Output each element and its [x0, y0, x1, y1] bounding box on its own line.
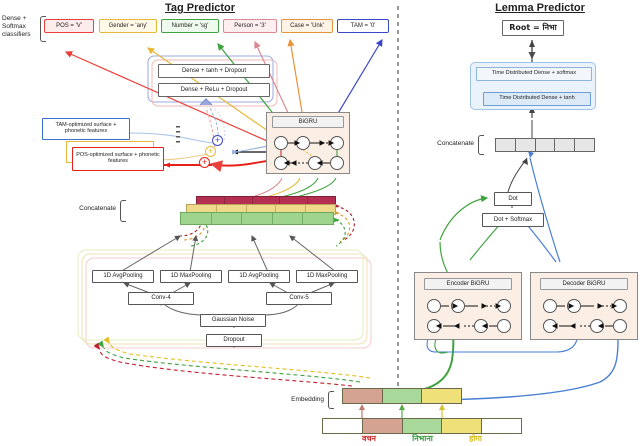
title-lemma-predictor: Lemma Predictor — [495, 2, 585, 14]
td-tanh-label: Time Distributed Dense + tanh — [499, 95, 575, 102]
dense-softmax-classifiers-label: Dense + Softmax classifiers — [2, 15, 31, 39]
bigru-label: BiGRU — [298, 118, 318, 125]
lemma-concatenate-brace — [478, 135, 484, 155]
sum-node-upper: + — [212, 135, 223, 146]
root-output[interactable]: Root = निभा — [502, 20, 564, 36]
tag-concatenate-brace — [120, 200, 126, 222]
pooling-label-2: 1D MaxPooling — [170, 273, 212, 280]
tag-output-person[interactable]: Person = '3' — [223, 19, 277, 33]
pooling-1d-avgpooling-2[interactable]: 1D AvgPooling — [228, 270, 290, 283]
encoder-bigru-title: Encoder BiGRU — [424, 278, 512, 290]
time-distributed-dense-softmax[interactable]: Time Distributed Dense + softmax — [476, 67, 592, 81]
input-cell-token-2 — [402, 419, 443, 433]
feature-stack-ellipsis — [176, 126, 180, 146]
input-word-2: निभाना — [412, 434, 433, 443]
pos-optimized-features[interactable]: POS-optimized surface + phonetic feature… — [72, 147, 164, 171]
embedding-bar — [342, 388, 462, 404]
input-cell-token-3 — [442, 419, 483, 433]
lemma-concat-bar — [495, 138, 595, 152]
tag-output-number[interactable]: Number = 'sg' — [161, 19, 219, 33]
input-word-3: होगा — [469, 434, 482, 443]
embedding-cell-1 — [343, 389, 383, 403]
gaussian-noise[interactable]: Gaussian Noise — [200, 314, 266, 327]
pooling-label-1: 1D AvgPooling — [103, 273, 143, 280]
tam-optimized-features-label: TAM-optimized surface + phonetic feature… — [55, 122, 117, 134]
conv-4-label: Conv-4 — [151, 295, 171, 302]
tag-output-gender-label: Gender = 'any' — [108, 23, 148, 29]
input-words: वचन निभाना होगा — [362, 433, 482, 444]
pos-optimized-features-label: POS-optimized surface + phonetic feature… — [76, 152, 160, 164]
pooling-1d-maxpooling-2[interactable]: 1D MaxPooling — [296, 270, 358, 283]
title-tag-predictor: Tag Predictor — [164, 2, 236, 14]
gaussian-noise-label: Gaussian Noise — [211, 317, 255, 324]
tam-optimized-features[interactable]: TAM-optimized surface + phonetic feature… — [42, 118, 130, 140]
dot-softmax-node[interactable]: Dot + Softmax — [482, 213, 544, 227]
input-token-bar — [322, 418, 522, 434]
tag-output-person-label: Person = '3' — [234, 23, 266, 29]
tag-output-gender[interactable]: Gender = 'any' — [99, 19, 157, 33]
dropout-label: Dropout — [223, 337, 245, 344]
sum-node-lower: + — [199, 157, 210, 168]
tag-output-pos[interactable]: POS = 'V' — [44, 19, 94, 33]
dot-node[interactable]: Dot — [494, 192, 532, 206]
pooling-1d-avgpooling-1[interactable]: 1D AvgPooling — [92, 270, 154, 283]
tag-output-tam[interactable]: TAM = '0' — [337, 19, 389, 33]
tag-output-pos-label: POS = 'V' — [56, 23, 82, 29]
pooling-1d-maxpooling-1[interactable]: 1D MaxPooling — [160, 270, 222, 283]
lemma-concatenate-label: Concatenate — [437, 140, 474, 147]
time-distributed-dense-tanh[interactable]: Time Distributed Dense + tanh — [483, 92, 591, 106]
embedding-cell-3 — [422, 389, 462, 403]
dot-softmax-label: Dot + Softmax — [493, 216, 533, 223]
dot-label: Dot — [508, 195, 518, 202]
conv-5[interactable]: Conv-5 — [266, 292, 332, 305]
embedding-label: Embedding — [291, 396, 324, 403]
embedding-brace — [328, 391, 334, 409]
tag-output-case-label: Case = 'Unk' — [290, 23, 324, 29]
pooling-label-4: 1D MaxPooling — [306, 273, 348, 280]
input-cell-token-1 — [362, 419, 403, 433]
bigru-title: BiGRU — [272, 116, 344, 128]
tag-output-number-label: Number = 'sg' — [171, 23, 209, 29]
dense-relu-dropout[interactable]: Dense + ReLu + Dropout — [158, 83, 270, 97]
dense-tanh-dropout-label: Dense + tanh + Dropout — [181, 67, 247, 74]
root-output-label: Root = निभा — [509, 22, 557, 32]
concat-bar-bottom — [180, 212, 334, 225]
decoder-bigru-label: Decoder BiGRU — [562, 280, 606, 287]
td-softmax-label: Time Distributed Dense + softmax — [491, 70, 577, 77]
decoder-bigru-title: Decoder BiGRU — [540, 278, 628, 290]
pooling-label-3: 1D AvgPooling — [239, 273, 279, 280]
dense-tanh-dropout[interactable]: Dense + tanh + Dropout — [158, 64, 270, 78]
encoder-bigru-label: Encoder BiGRU — [446, 280, 490, 287]
tag-output-case[interactable]: Case = 'Unk' — [281, 19, 333, 33]
conv-4[interactable]: Conv-4 — [128, 292, 194, 305]
input-cell-pad-left — [323, 419, 363, 433]
conv-5-label: Conv-5 — [289, 295, 309, 302]
dense-relu-dropout-label: Dense + ReLu + Dropout — [180, 86, 248, 93]
sum-node-mid: + — [205, 146, 216, 157]
input-word-1: वचन — [362, 434, 376, 443]
dropout[interactable]: Dropout — [206, 334, 262, 347]
tag-concatenate-label: Concatenate — [79, 205, 116, 212]
classifier-brace — [40, 16, 46, 42]
embedding-cell-2 — [382, 389, 423, 403]
tag-output-tam-label: TAM = '0' — [350, 23, 376, 29]
